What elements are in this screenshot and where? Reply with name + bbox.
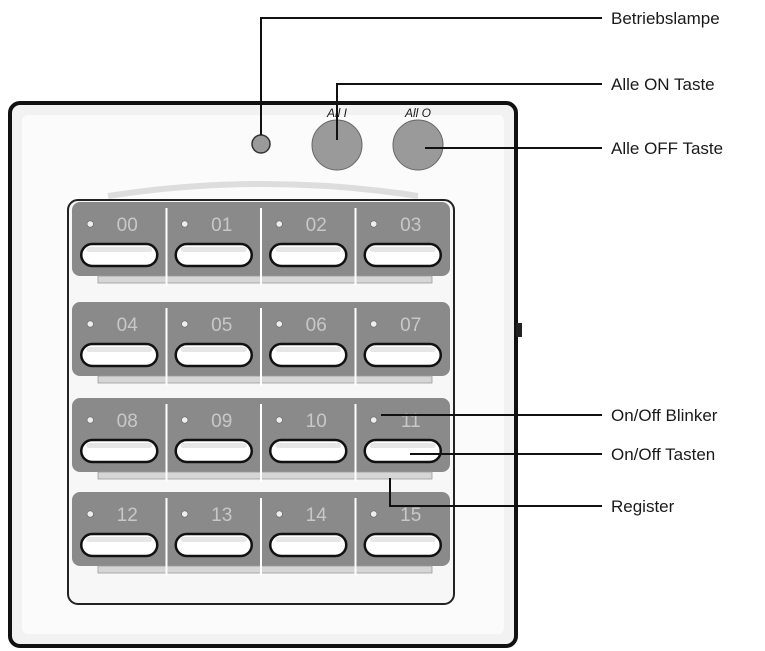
- channel-number-10: 10: [306, 411, 327, 432]
- button-row-1: 04 05 06 07: [72, 302, 450, 386]
- channel-button-highlight: [86, 347, 153, 352]
- channel-blinker-04: [86, 320, 94, 328]
- register-strip: [97, 275, 433, 284]
- channel-button-highlight: [180, 347, 247, 352]
- channel-number-03: 03: [400, 215, 421, 236]
- channel-blinker-09: [181, 416, 189, 424]
- channel-number-01: 01: [211, 215, 232, 236]
- callout-line-alle-on: [336, 83, 602, 140]
- channel-number-07: 07: [400, 315, 421, 336]
- channel-button-highlight: [180, 537, 247, 542]
- button-rows: 00 01 02 03 04 05 06 07 08 09 10 11 12 13 14 15: [72, 202, 450, 576]
- channel-button-highlight: [86, 537, 153, 542]
- callout-betriebslampe: Betriebslampe: [611, 9, 720, 28]
- register-strip: [97, 471, 433, 480]
- channel-blinker-13: [181, 510, 189, 518]
- side-switch: [516, 323, 522, 337]
- all-off-label: All O: [404, 106, 431, 120]
- channel-button-highlight: [180, 247, 247, 252]
- channel-number-12: 12: [117, 505, 138, 526]
- channel-button-highlight: [369, 443, 436, 448]
- channel-button-highlight: [275, 347, 342, 352]
- channel-number-08: 08: [117, 411, 138, 432]
- channel-number-04: 04: [117, 315, 139, 336]
- callout-tasten: On/Off Tasten: [611, 445, 715, 464]
- channel-blinker-08: [86, 416, 94, 424]
- channel-button-highlight: [369, 347, 436, 352]
- channel-blinker-02: [275, 220, 283, 228]
- channel-number-06: 06: [306, 315, 327, 336]
- power-lamp: [251, 134, 271, 154]
- channel-blinker-11: [370, 416, 378, 424]
- channel-blinker-07: [370, 320, 378, 328]
- channel-button-highlight: [180, 443, 247, 448]
- channel-number-02: 02: [306, 215, 327, 236]
- channel-button-highlight: [275, 537, 342, 542]
- decorative-arc: [107, 181, 419, 199]
- channel-blinker-14: [275, 510, 283, 518]
- channel-blinker-00: [86, 220, 94, 228]
- button-row-2: 08 09 10 11: [72, 398, 450, 482]
- callout-alle-off: Alle OFF Taste: [611, 139, 723, 158]
- callout-line-register: [389, 478, 602, 507]
- channel-blinker-03: [370, 220, 378, 228]
- channel-button-highlight: [275, 247, 342, 252]
- callout-register: Register: [611, 497, 675, 516]
- button-row-3: 12 13 14 15: [72, 492, 450, 576]
- callout-lines: [260, 17, 602, 507]
- register-strip: [97, 375, 433, 384]
- button-row-0: 00 01 02 03: [72, 202, 450, 286]
- channel-number-00: 00: [117, 215, 138, 236]
- channel-number-15: 15: [400, 505, 421, 526]
- channel-blinker-10: [275, 416, 283, 424]
- channel-number-14: 14: [306, 505, 328, 526]
- channel-blinker-01: [181, 220, 189, 228]
- channel-number-05: 05: [211, 315, 232, 336]
- channel-blinker-05: [181, 320, 189, 328]
- callout-line-betriebslampe: [260, 17, 602, 135]
- channel-blinker-06: [275, 320, 283, 328]
- callout-alle-on: Alle ON Taste: [611, 75, 715, 94]
- channel-button-highlight: [369, 247, 436, 252]
- channel-blinker-12: [86, 510, 94, 518]
- channel-button-highlight: [86, 247, 153, 252]
- channel-blinker-15: [370, 510, 378, 518]
- channel-button-highlight: [369, 537, 436, 542]
- all-off-button[interactable]: [392, 119, 444, 171]
- channel-number-09: 09: [211, 411, 232, 432]
- register-strip: [97, 565, 433, 574]
- channel-number-11: 11: [401, 411, 421, 432]
- channel-button-highlight: [275, 443, 342, 448]
- channel-button-highlight: [86, 443, 153, 448]
- channel-number-13: 13: [211, 505, 232, 526]
- callout-blinker: On/Off Blinker: [611, 406, 718, 425]
